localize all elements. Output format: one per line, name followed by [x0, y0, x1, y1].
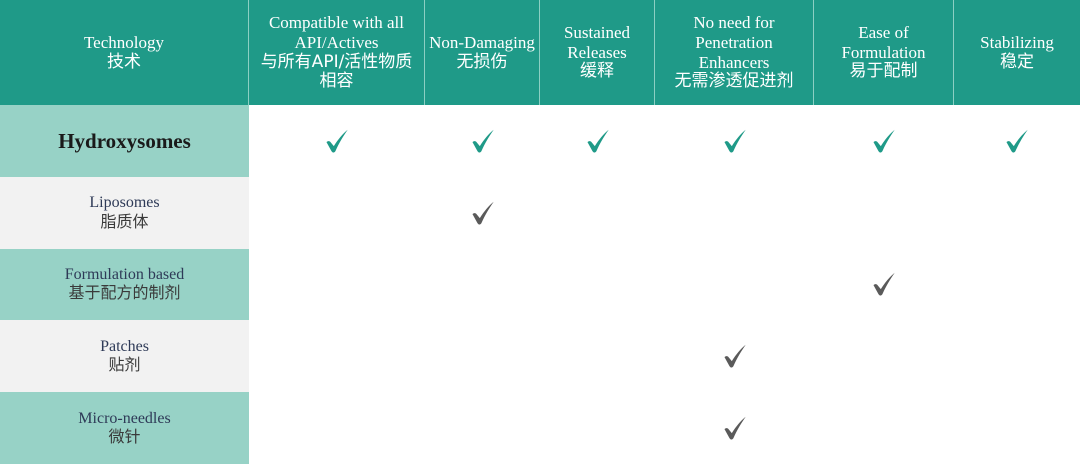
check-mark-icon — [869, 126, 899, 156]
check-mark-icon — [583, 126, 613, 156]
cell-stabilizing — [954, 320, 1080, 393]
cell-sustained — [540, 320, 655, 393]
column-header-label-en: Sustained Releases — [563, 22, 631, 62]
cell-nondamaging — [425, 105, 540, 177]
row-label-zh: 脂质体 — [100, 211, 149, 231]
row-label-zh: 基于配方的制剂 — [68, 283, 181, 303]
row-label-en: Hydroxysomes — [58, 128, 191, 153]
row-label-en: Liposomes — [89, 194, 160, 212]
cell-noenhancers — [655, 392, 814, 464]
cell-sustained — [540, 248, 655, 321]
check-mark-icon — [720, 341, 750, 371]
check-mark-icon — [322, 126, 352, 156]
column-header-label-zh: 无需渗透促进剂 — [674, 71, 794, 92]
check-mark-icon — [1002, 126, 1032, 156]
cell-noenhancers — [655, 320, 814, 393]
cell-nondamaging — [425, 176, 540, 249]
row-label-en: Micro-needles — [78, 409, 171, 427]
cell-sustained — [540, 392, 655, 464]
cell-sustained — [540, 176, 655, 249]
cell-compatible — [249, 248, 425, 321]
cell-compatible — [249, 176, 425, 249]
cell-easeformul — [814, 248, 954, 321]
cell-stabilizing — [954, 105, 1080, 177]
cell-noenhancers — [655, 176, 814, 249]
column-header-label-zh: 缓释 — [580, 61, 614, 82]
cell-compatible — [249, 105, 425, 177]
cell-easeformul — [814, 392, 954, 464]
cell-nondamaging — [425, 392, 540, 464]
column-header-label-en: No need for Penetration Enhancers — [693, 13, 775, 72]
row-label-en: Patches — [100, 337, 149, 355]
cell-noenhancers — [655, 105, 814, 177]
column-header-label-zh: 技术 — [107, 51, 141, 72]
column-header-label-zh: 易于配制 — [849, 61, 918, 82]
cell-compatible — [249, 392, 425, 464]
table-row: Hydroxysomes — [0, 105, 1080, 177]
column-header-label-en: Stabilizing — [980, 32, 1054, 52]
column-header-label-en: Compatible with all API/Actives — [268, 13, 405, 52]
check-mark-icon — [468, 198, 498, 228]
cell-easeformul — [814, 320, 954, 393]
column-header-label-zh: 与所有API/活性物质相容 — [260, 51, 413, 92]
cell-nondamaging — [425, 248, 540, 321]
cell-compatible — [249, 320, 425, 393]
cell-easeformul — [814, 176, 954, 249]
cell-nondamaging — [425, 320, 540, 393]
row-label-zh: 贴剂 — [108, 355, 141, 375]
check-mark-icon — [468, 126, 498, 156]
column-header-label-zh: 稳定 — [1000, 51, 1034, 72]
cell-stabilizing — [954, 248, 1080, 321]
row-label-zh: 微针 — [108, 427, 141, 447]
column-header-label-en: Technology — [83, 32, 164, 52]
cell-sustained — [540, 105, 655, 177]
column-header-label-en: Ease of Formulation — [841, 22, 926, 62]
check-mark-icon — [720, 126, 750, 156]
check-mark-icon — [869, 269, 899, 299]
cell-stabilizing — [954, 392, 1080, 464]
cell-noenhancers — [655, 248, 814, 321]
column-header-label-en: Non-Damaging — [429, 32, 535, 52]
check-mark-icon — [720, 413, 750, 443]
row-label-cell: Hydroxysomes — [0, 105, 249, 177]
cell-easeformul — [814, 105, 954, 177]
column-header-label-zh: 无损伤 — [456, 51, 508, 72]
row-label-en: Formulation based — [64, 266, 185, 284]
cell-stabilizing — [954, 176, 1080, 249]
